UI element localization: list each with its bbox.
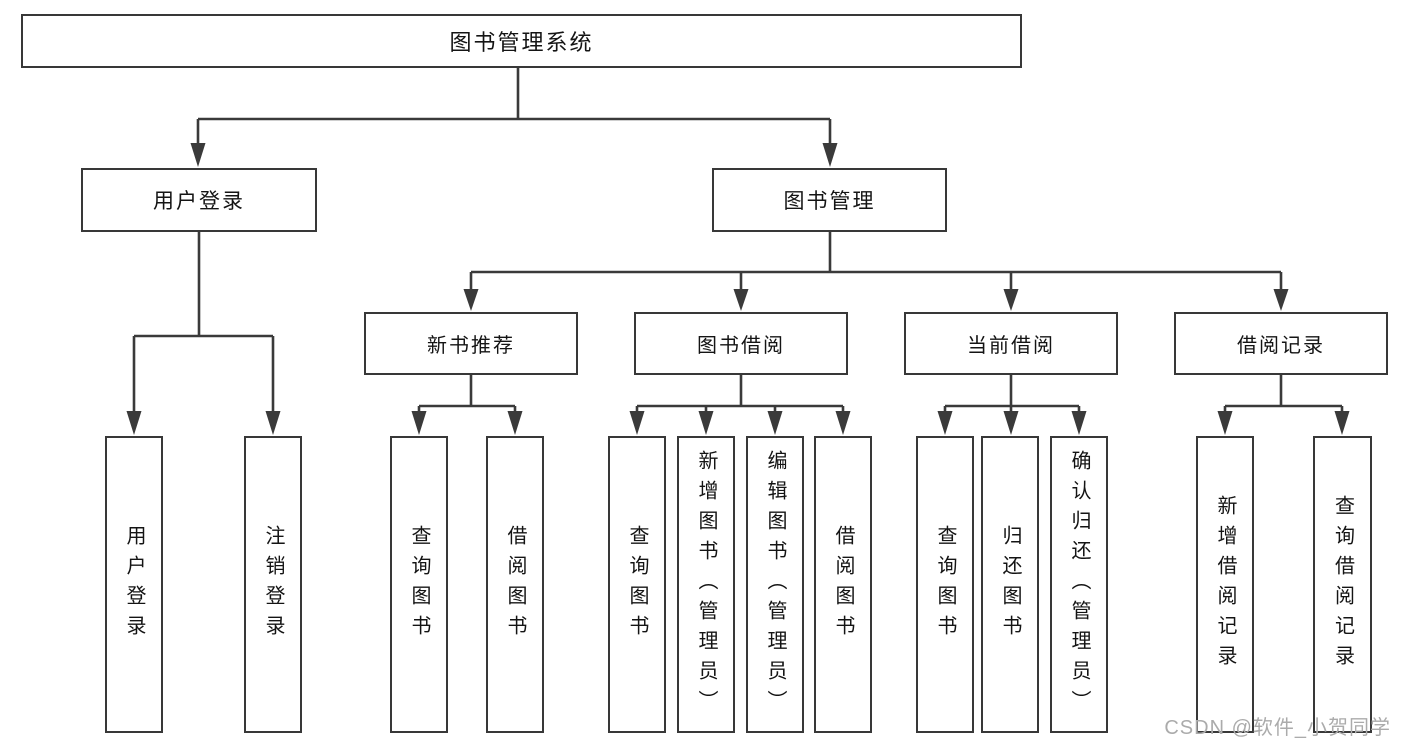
node-current-borrowing-label: 当前借阅 bbox=[967, 335, 1055, 357]
leaf-bb-query-books: 查询图书 bbox=[608, 436, 666, 733]
leaf-bb-query-books-label: 查询图书 bbox=[626, 524, 648, 645]
leaf-bb-add-books-admin-label: 新增图书（管理员） bbox=[695, 449, 717, 720]
leaf-bb-edit-books-admin: 编辑图书（管理员） bbox=[746, 436, 804, 733]
leaf-cb-query-books: 查询图书 bbox=[916, 436, 974, 733]
leaf-cb-confirm-return-admin-label: 确认归还（管理员） bbox=[1068, 449, 1090, 720]
leaf-logout: 注销登录 bbox=[244, 436, 302, 733]
node-user-login: 用户登录 bbox=[81, 168, 317, 232]
leaf-bb-edit-books-admin-label: 编辑图书（管理员） bbox=[764, 449, 786, 720]
node-book-borrowing: 图书借阅 bbox=[634, 312, 848, 375]
node-book-management: 图书管理 bbox=[712, 168, 947, 232]
leaf-nbr-borrow-books-label: 借阅图书 bbox=[504, 524, 526, 645]
leaf-bb-borrow-books-label: 借阅图书 bbox=[832, 524, 854, 645]
node-book-management-label: 图书管理 bbox=[783, 190, 876, 213]
leaf-cb-confirm-return-admin: 确认归还（管理员） bbox=[1050, 436, 1108, 733]
watermark-text: CSDN @软件_小贺同学 bbox=[1164, 717, 1391, 739]
leaf-cb-query-books-label: 查询图书 bbox=[934, 524, 956, 645]
node-root: 图书管理系统 bbox=[21, 14, 1022, 68]
leaf-br-add-record-label: 新增借阅记录 bbox=[1214, 494, 1236, 675]
leaf-nbr-query-books-label: 查询图书 bbox=[408, 524, 430, 645]
node-new-book-recommendation: 新书推荐 bbox=[364, 312, 578, 375]
arrowheads bbox=[126, 143, 1350, 435]
leaf-bb-borrow-books: 借阅图书 bbox=[814, 436, 872, 733]
leaf-nbr-query-books: 查询图书 bbox=[390, 436, 448, 733]
leaf-logout-label: 注销登录 bbox=[262, 524, 284, 645]
leaf-br-query-record-label: 查询借阅记录 bbox=[1331, 494, 1354, 675]
leaf-br-query-record: 查询借阅记录 bbox=[1313, 436, 1372, 733]
leaf-bb-add-books-admin: 新增图书（管理员） bbox=[677, 436, 735, 733]
node-current-borrowing: 当前借阅 bbox=[904, 312, 1118, 375]
node-new-book-recommendation-label: 新书推荐 bbox=[427, 335, 515, 357]
node-root-label: 图书管理系统 bbox=[449, 30, 594, 55]
leaf-user-login-label: 用户登录 bbox=[123, 524, 145, 645]
node-book-borrowing-label: 图书借阅 bbox=[697, 335, 785, 357]
leaf-br-add-record: 新增借阅记录 bbox=[1196, 436, 1254, 733]
node-borrowing-records-label: 借阅记录 bbox=[1237, 335, 1325, 357]
node-borrowing-records: 借阅记录 bbox=[1174, 312, 1388, 375]
node-user-login-label: 用户登录 bbox=[153, 190, 245, 213]
leaf-cb-return-books-label: 归还图书 bbox=[999, 524, 1021, 645]
leaf-nbr-borrow-books: 借阅图书 bbox=[486, 436, 544, 733]
leaf-user-login: 用户登录 bbox=[105, 436, 163, 733]
leaf-cb-return-books: 归还图书 bbox=[981, 436, 1039, 733]
